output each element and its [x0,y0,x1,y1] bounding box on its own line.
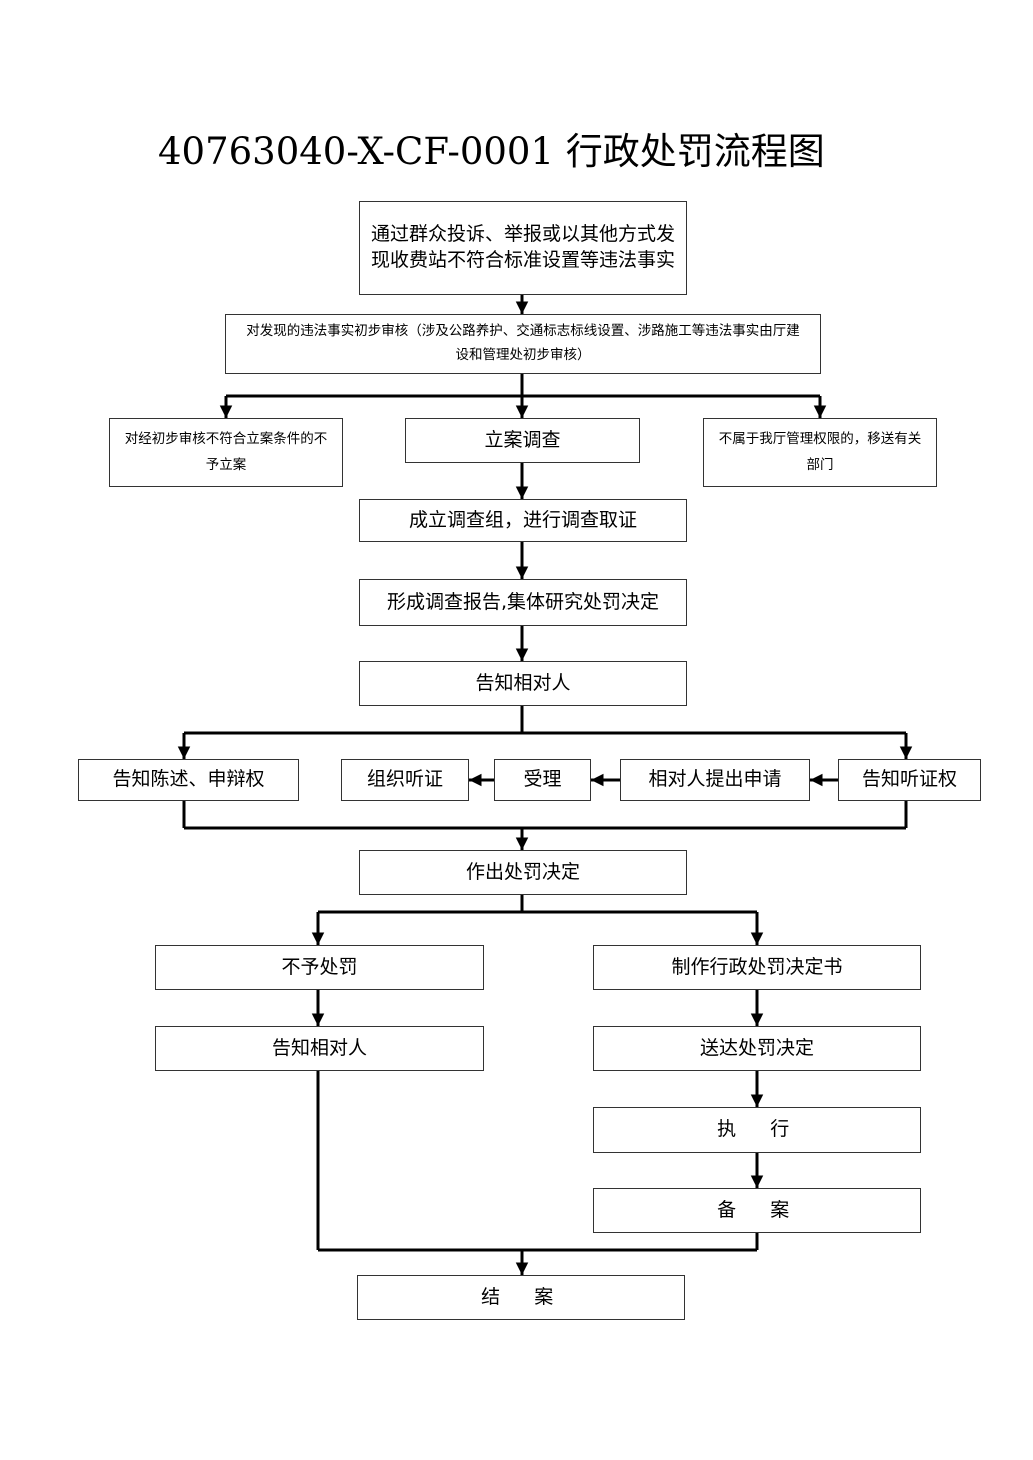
node-investigation-team: 成立调查组，进行调查取证 [359,499,687,542]
node-party-applies-text: 相对人提出申请 [648,768,782,791]
node-file-case-text: 立案调查 [484,428,561,451]
node-transfer-text: 不属于我厅管理权限的，移送有关部门 [718,430,922,473]
node-execute-text: 执 行 [717,1118,797,1141]
node-decision: 作出处罚决定 [359,850,687,895]
node-transfer: 不属于我厅管理权限的，移送有关部门 [703,418,937,487]
node-not-filed-text: 对经初步审核不符合立案条件的不予立案 [124,430,328,473]
node-not-filed: 对经初步审核不符合立案条件的不予立案 [109,418,343,487]
node-notify-party-2-text: 告知相对人 [271,1036,367,1059]
node-accept: 受理 [494,759,591,801]
node-report-text: 形成调查报告,集体研究处罚决定 [386,590,660,613]
node-execute: 执 行 [593,1107,921,1153]
node-notify-party-2: 告知相对人 [155,1026,484,1071]
node-preliminary-review-text: 对发现的违法事实初步审核（涉及公路养护、交通标志标线设置、涉路施工等违法事实由厅… [246,323,800,363]
node-right-to-hearing: 告知听证权 [838,759,981,801]
node-notify-party-text: 告知相对人 [475,671,571,694]
node-record-text: 备 案 [717,1198,797,1221]
node-right-to-defend: 告知陈述、申辩权 [78,759,299,801]
node-record: 备 案 [593,1188,921,1233]
node-decision-text: 作出处罚决定 [465,860,580,883]
node-organize-hearing-text: 组织听证 [366,768,443,791]
node-make-document: 制作行政处罚决定书 [593,945,921,990]
node-accept-text: 受理 [523,768,562,791]
node-discover: 通过群众投诉、举报或以其他方式发现收费站不符合标准设置等违法事实 [359,201,687,295]
node-right-to-defend-text: 告知陈述、申辩权 [112,768,265,791]
node-make-document-text: 制作行政处罚决定书 [671,955,843,978]
node-investigation-team-text: 成立调查组，进行调查取证 [408,508,637,531]
node-organize-hearing: 组织听证 [341,759,469,801]
node-no-penalty: 不予处罚 [155,945,484,990]
node-deliver: 送达处罚决定 [593,1026,921,1071]
node-report: 形成调查报告,集体研究处罚决定 [359,579,687,626]
node-close-text: 结 案 [481,1285,561,1308]
node-notify-party: 告知相对人 [359,661,687,706]
node-right-to-hearing-text: 告知听证权 [861,768,957,791]
node-discover-text: 通过群众投诉、举报或以其他方式发现收费站不符合标准设置等违法事实 [370,223,675,271]
node-deliver-text: 送达处罚决定 [699,1036,814,1059]
node-close: 结 案 [357,1275,685,1320]
page-title: 40763040-X-CF-0001 行政处罚流程图 [158,130,825,173]
node-file-case: 立案调查 [405,418,640,463]
node-preliminary-review: 对发现的违法事实初步审核（涉及公路养护、交通标志标线设置、涉路施工等违法事实由厅… [225,314,821,374]
node-no-penalty-text: 不予处罚 [281,955,358,978]
node-party-applies: 相对人提出申请 [620,759,810,801]
